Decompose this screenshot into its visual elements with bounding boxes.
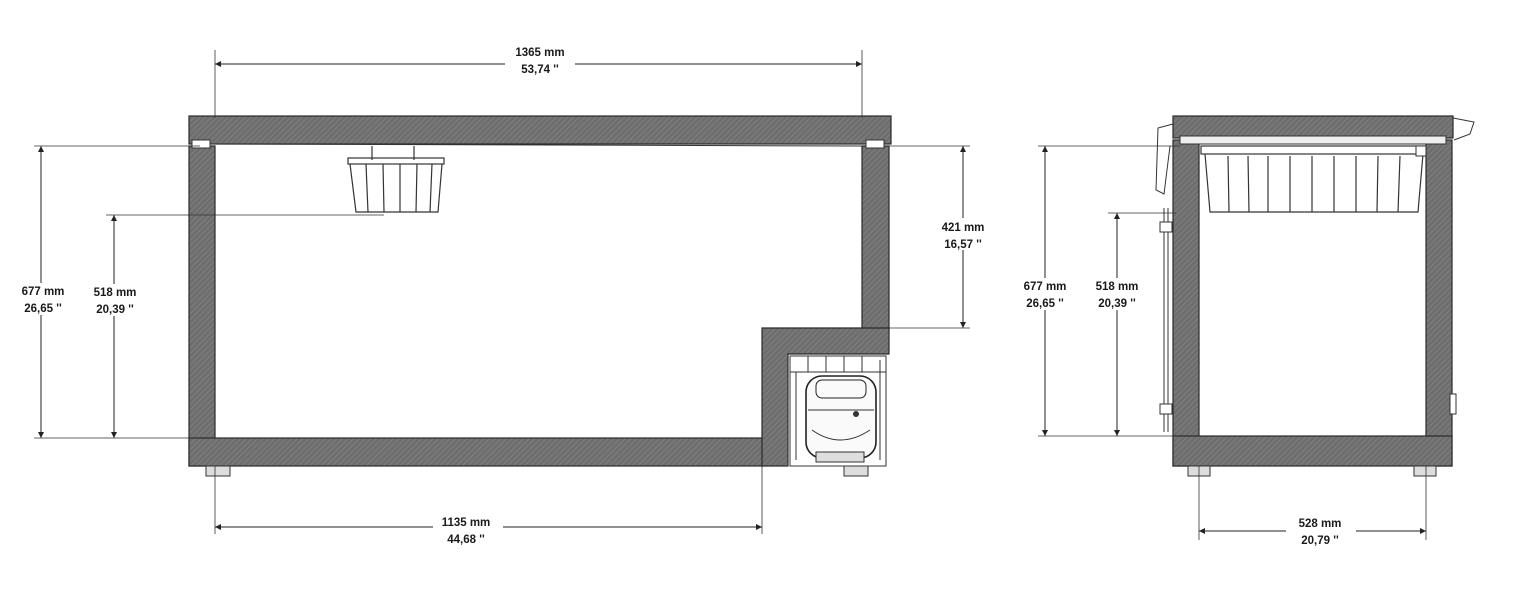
side-lid-handle <box>1452 117 1475 141</box>
dim-step-depth-inch: 16,57 '' <box>944 239 982 251</box>
front-right-wall <box>861 145 890 330</box>
side-dim-inner-depth-mm: 518 mm <box>1096 281 1139 293</box>
front-compressor <box>789 355 887 467</box>
side-dim-inner-width-inch: 20,79 '' <box>1301 535 1339 547</box>
dim-total-height-inch: 26,65 '' <box>24 303 62 315</box>
dim-total-width-mm: 1365 mm <box>515 47 564 59</box>
front-foot-left <box>205 465 231 477</box>
front-hinge-left <box>191 139 211 149</box>
side-latch <box>1449 393 1457 415</box>
dim-step-depth-mm: 421 mm <box>942 222 985 234</box>
dim-inner-length-inch: 44,68 '' <box>447 534 485 546</box>
front-left-wall <box>188 145 216 467</box>
side-hinge <box>1155 123 1174 195</box>
side-foot-right <box>1413 465 1437 477</box>
side-basket <box>1200 145 1427 213</box>
front-basket <box>347 146 445 213</box>
dim-total-height-mm: 677 mm <box>22 286 65 298</box>
dim-inner-depth-inch: 20,39 '' <box>96 304 134 316</box>
side-bottom-wall <box>1172 435 1453 467</box>
side-dim-total-height-mm: 677 mm <box>1024 281 1067 293</box>
side-seal <box>1179 135 1447 145</box>
front-view: 1365 mm 53,74 '' 1135 mm 44,68 '' 677 mm… <box>14 44 992 546</box>
side-dim-total-height-inch: 26,65 '' <box>1026 298 1064 310</box>
side-left-wall <box>1172 139 1200 467</box>
front-foot-right <box>843 465 869 477</box>
front-lid-seal <box>209 143 863 147</box>
front-hinge-right <box>865 139 885 149</box>
side-view: 677 mm 26,65 '' 518 mm 20,39 '' 528 mm 2… <box>1016 115 1475 547</box>
side-handle-bar <box>1159 208 1173 432</box>
side-dim-inner-depth-inch: 20,39 '' <box>1098 298 1136 310</box>
side-right-wall <box>1425 139 1453 467</box>
front-lid <box>188 115 892 145</box>
dim-total-width-inch: 53,74 '' <box>521 64 559 76</box>
side-lid <box>1172 115 1454 139</box>
front-bottom-wall <box>188 437 764 467</box>
dim-inner-depth-mm: 518 mm <box>94 287 137 299</box>
side-dim-inner-width-mm: 528 mm <box>1299 518 1342 530</box>
dim-inner-length-mm: 1135 mm <box>442 517 491 529</box>
